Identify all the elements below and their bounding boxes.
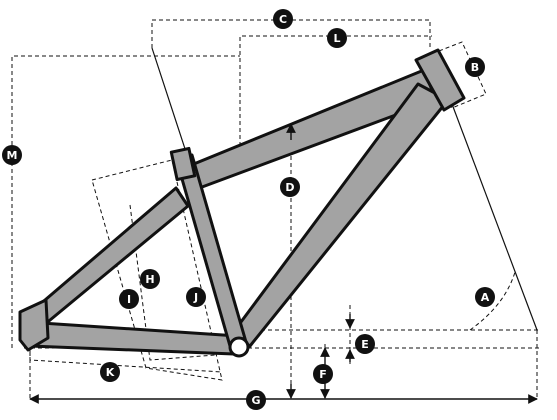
seat-stay <box>22 186 190 332</box>
svg-text:C: C <box>279 13 287 26</box>
svg-text:F: F <box>319 368 327 381</box>
dim-m-bracket <box>11 55 240 348</box>
rear-dropout <box>18 298 50 352</box>
badge-b: B <box>465 57 485 77</box>
svg-text:A: A <box>481 291 490 304</box>
badge-f: F <box>313 364 333 384</box>
bottom-bracket <box>228 336 250 358</box>
badge-d: D <box>280 177 300 197</box>
svg-text:G: G <box>251 394 260 407</box>
svg-text:B: B <box>471 61 479 74</box>
badge-c: C <box>273 9 293 29</box>
badge-h: H <box>140 269 160 289</box>
dim-c-bracket <box>151 19 431 50</box>
badge-j: J <box>186 287 206 307</box>
svg-text:M: M <box>7 149 18 162</box>
svg-text:L: L <box>333 32 340 45</box>
steerer-axis-line <box>451 103 538 331</box>
dim-l-bracket <box>239 35 432 160</box>
svg-text:H: H <box>145 273 154 286</box>
svg-text:K: K <box>106 366 115 379</box>
dim-k-bracket <box>29 350 223 373</box>
badge-a: A <box>475 287 495 307</box>
svg-text:D: D <box>285 181 294 194</box>
dim-i-bracket <box>129 204 216 361</box>
seat-collar <box>169 146 197 182</box>
svg-text:E: E <box>361 338 369 351</box>
badges: C L B M D H J I <box>2 9 495 410</box>
badge-i: I <box>119 289 139 309</box>
badge-m: M <box>2 145 22 165</box>
svg-text:J: J <box>193 291 198 304</box>
badge-g: G <box>246 390 266 410</box>
badge-k: K <box>100 362 120 382</box>
bike-frame <box>18 48 466 358</box>
chainstay <box>24 320 240 356</box>
head-tube <box>414 48 466 112</box>
seat-axis-line <box>151 47 189 159</box>
svg-text:I: I <box>127 293 131 306</box>
solid-helpers <box>151 47 538 331</box>
badge-l: L <box>327 28 347 48</box>
dim-a-arc <box>469 271 516 331</box>
badge-e: E <box>355 334 375 354</box>
